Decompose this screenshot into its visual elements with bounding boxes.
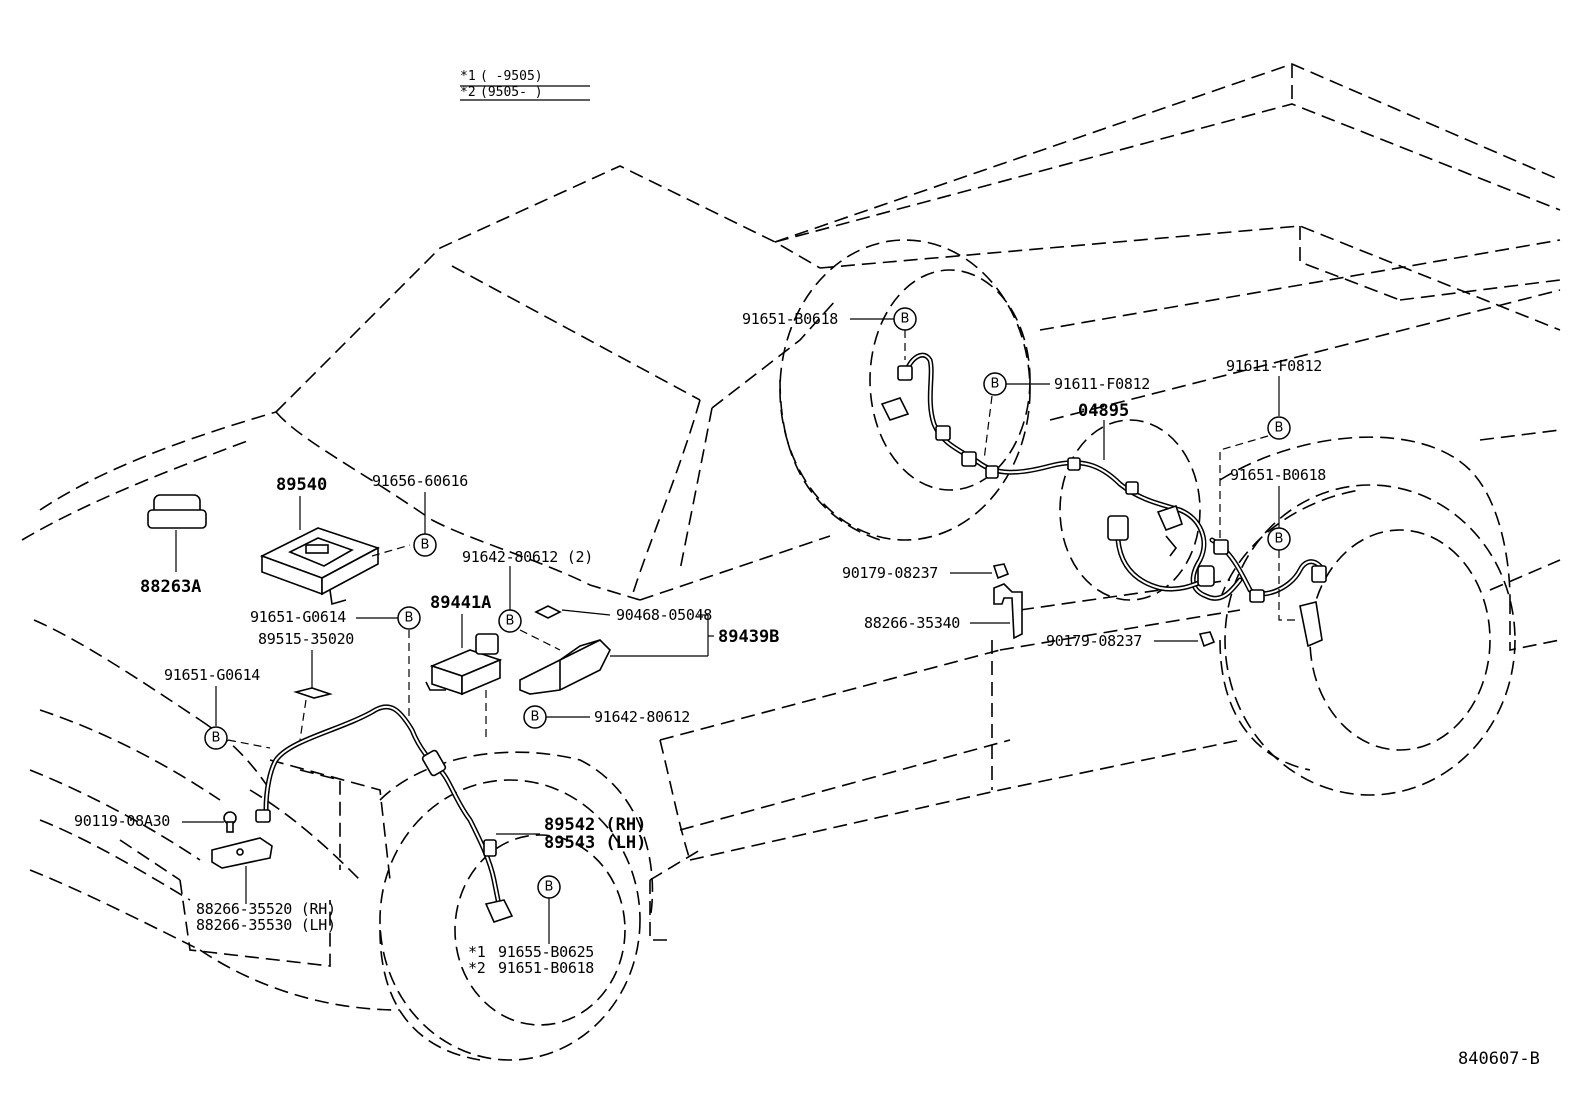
- label-91655-B0625-mark: *1: [468, 943, 486, 961]
- svg-text:B: B: [1275, 532, 1284, 547]
- bolt-marker-91611-F0812-right: B: [1267, 416, 1291, 440]
- clamp-89515-35020[interactable]: [293, 687, 333, 699]
- label-90179-08237-lower: 90179-08237: [1046, 632, 1142, 650]
- svg-text:B: B: [991, 377, 1000, 392]
- svg-text:B: B: [405, 611, 414, 626]
- label-88266-35520-rh: 88266-35520 (RH): [196, 900, 336, 918]
- abs-ecu-89540[interactable]: [259, 496, 411, 606]
- rear-right-wheel: [1219, 484, 1516, 796]
- front-left-wheel: [379, 779, 641, 1061]
- label-88266-35530-lh: 88266-35530 (LH): [196, 916, 336, 934]
- label-88266-35340: 88266-35340: [864, 614, 960, 632]
- label-91651-B0618-rear-left: 91651-B0618: [742, 310, 838, 328]
- label-88263A: 88263A: [140, 577, 201, 597]
- label-89439B: 89439B: [718, 627, 779, 647]
- vehicle-outline: [21, 63, 1561, 1011]
- header-note: *1 ( -9505) *2 (9505- ): [460, 69, 590, 101]
- svg-text:B: B: [212, 731, 221, 746]
- label-91651-G0614-upper: 91651-G0614: [250, 608, 346, 626]
- actuator-89441A[interactable]: [425, 614, 503, 740]
- nut-90179-08237-upper[interactable]: [992, 563, 1010, 580]
- clip-90468-05048[interactable]: [534, 605, 611, 619]
- note-line-2-mark: *2: [460, 85, 476, 100]
- svg-text:B: B: [901, 312, 910, 327]
- label-91642-80612: 91642-80612: [594, 708, 690, 726]
- bracket-88266-35340[interactable]: [993, 583, 1023, 640]
- label-91651-G0614-lower: 91651-G0614: [164, 666, 260, 684]
- bolt-marker-91656-60616: B: [413, 533, 437, 557]
- bracket-89439B[interactable]: [519, 639, 708, 695]
- bolt-marker-91611-F0812-left: B: [983, 372, 1007, 396]
- bolt-marker-91651-G0614-upper: B: [397, 606, 421, 630]
- svg-text:B: B: [421, 538, 430, 553]
- label-91651-B0618-front: 91651-B0618: [498, 959, 594, 977]
- label-91656-60616: 91656-60616: [372, 472, 468, 490]
- bracket-88266-35520-35530[interactable]: [211, 837, 273, 904]
- front-sensor-harness[interactable]: [255, 704, 514, 923]
- bolt-marker-91642-80612: B: [523, 705, 547, 729]
- bolt-marker-91642-80612-qty2: B: [498, 609, 522, 633]
- svg-text:B: B: [506, 614, 515, 629]
- svg-text:B: B: [545, 880, 554, 895]
- label-91651-B0618-rear-right: 91651-B0618: [1230, 466, 1326, 484]
- spare-drum: [1059, 419, 1201, 601]
- note-line-1-mark: *1: [460, 69, 476, 84]
- label-91655-B0625: 91655-B0625: [498, 943, 594, 961]
- label-91611-F0812-right: 91611-F0812: [1226, 357, 1322, 375]
- label-91611-F0812-left: 91611-F0812: [1054, 375, 1150, 393]
- rear-left-wheel: [779, 239, 1031, 541]
- nut-90179-08237-lower[interactable]: [1198, 631, 1216, 648]
- bolt-marker-91651-B0618-rear-left: B: [893, 307, 917, 331]
- label-04895: 04895: [1078, 401, 1129, 421]
- bolt-marker-91651-B0618-rear-right: B: [1267, 527, 1291, 551]
- bolt-marker-front-sensor: B: [537, 875, 561, 899]
- label-89441A: 89441A: [430, 593, 491, 613]
- label-90468-05048: 90468-05048: [616, 606, 712, 624]
- label-89542-rh: 89542 (RH): [544, 815, 646, 835]
- label-89515-35020: 89515-35020: [258, 630, 354, 648]
- relay-88263A[interactable]: [147, 494, 207, 572]
- label-89540: 89540: [276, 475, 327, 495]
- label-91642-80612-qty2: 91642-80612 (2): [462, 548, 593, 566]
- label-91651-B0618-front-mark: *2: [468, 959, 485, 977]
- label-90179-08237-upper: 90179-08237: [842, 564, 938, 582]
- label-89543-lh: 89543 (LH): [544, 833, 646, 853]
- note-line-2-range: (9505- ): [480, 85, 543, 100]
- svg-text:B: B: [1275, 421, 1284, 436]
- bolt-90119-08A30[interactable]: [223, 811, 237, 833]
- rear-sensor-harness[interactable]: [880, 352, 1327, 648]
- label-90119-08A30: 90119-08A30: [74, 812, 170, 830]
- bolt-marker-91651-G0614-lower: B: [204, 726, 228, 750]
- diagram-reference-code: 840607-B: [1458, 1049, 1540, 1069]
- svg-text:B: B: [531, 710, 540, 725]
- note-line-1-range: ( -9505): [480, 69, 543, 84]
